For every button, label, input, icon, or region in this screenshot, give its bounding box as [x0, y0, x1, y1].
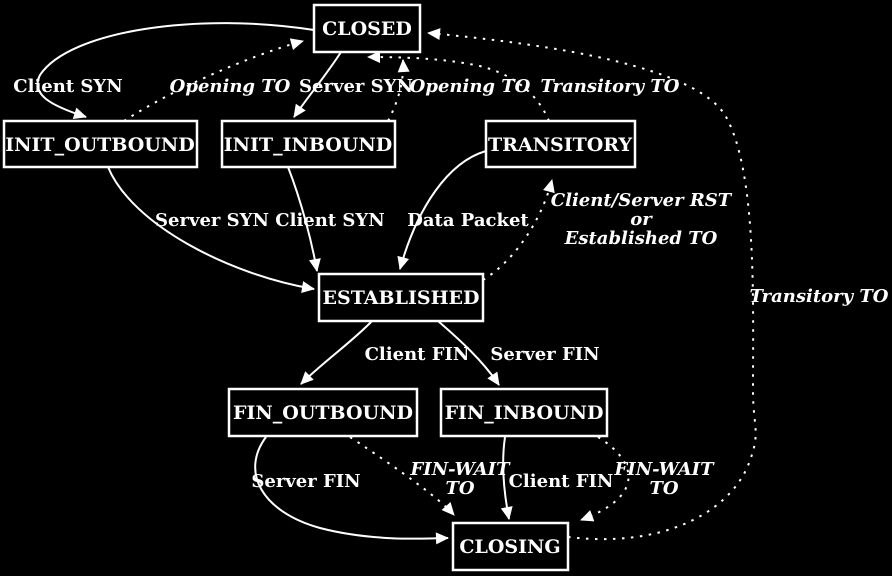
edge-label-rst-line3: Established TO: [564, 228, 718, 249]
edge-label-finwait2-line2: TO: [649, 478, 678, 499]
edge-label-finwait-to-inbound: FIN-WAIT TO: [614, 459, 716, 499]
state-fin-inbound-label: FIN_INBOUND: [445, 402, 604, 424]
edge-label-client-fin-close: Client FIN: [509, 471, 614, 492]
state-established: ESTABLISHED: [317, 272, 485, 323]
state-fin-outbound: FIN_OUTBOUND: [227, 387, 419, 438]
state-fin-inbound-box: [439, 387, 609, 438]
state-fin-outbound-label: FIN_OUTBOUND: [233, 402, 413, 424]
state-established-label: ESTABLISHED: [323, 287, 480, 309]
edge-label-client-syn-est: Client SYN: [275, 210, 384, 231]
edge-label-finwait1-line1: FIN-WAIT: [410, 459, 512, 480]
state-closed-label: CLOSED: [322, 18, 412, 40]
edge-label-opening-to-inbound: Opening TO: [410, 76, 531, 97]
state-established-box: [317, 272, 485, 323]
edge-label-rst-line1: Client/Server RST: [551, 190, 733, 211]
edge-label-data-packet: Data Packet: [407, 210, 529, 231]
state-closing-box: [451, 521, 570, 572]
state-fin-inbound: FIN_INBOUND: [439, 387, 609, 438]
edge-label-rst-or-established-to: Client/Server RST or Established TO: [551, 190, 733, 249]
edge-fin-inbound-to-closing: [500, 436, 513, 520]
state-transitory-box: [484, 119, 637, 169]
edge-label-opening-to-outbound: Opening TO: [170, 76, 291, 97]
edge-label-client-fin-est: Client FIN: [365, 344, 470, 365]
state-fin-outbound-box: [227, 387, 419, 438]
edge-label-transitory-to-top: Transitory TO: [541, 76, 680, 97]
edge-label-client-syn-open: Client SYN: [13, 76, 122, 97]
edge-transitory-to-established: [397, 150, 487, 270]
edge-label-finwait1-line2: TO: [445, 478, 474, 499]
state-init-outbound-label: INIT_OUTBOUND: [5, 134, 194, 156]
edge-closed-to-init-outbound: [36, 22, 315, 120]
state-closing-label: CLOSING: [459, 536, 560, 558]
state-transitory: TRANSITORY: [484, 119, 637, 169]
state-init-outbound-box: [2, 119, 199, 169]
state-init-inbound: INIT_INBOUND: [220, 119, 397, 169]
state-init-inbound-label: INIT_INBOUND: [224, 134, 392, 156]
state-transitory-label: TRANSITORY: [488, 134, 633, 156]
edge-fin-outbound-to-closing: [254, 436, 449, 545]
state-init-outbound: INIT_OUTBOUND: [2, 119, 199, 169]
state-init-inbound-box: [220, 119, 397, 169]
edge-label-server-syn-open: Server SYN: [299, 76, 413, 97]
edge-label-rst-line2: or: [630, 209, 653, 230]
edge-established-to-fin-inbound: [437, 320, 500, 386]
state-closed: CLOSED: [312, 3, 422, 54]
edge-init-inbound-to-established: [287, 166, 321, 272]
edge-label-finwait-to-outbound: FIN-WAIT TO: [410, 459, 512, 499]
edge-label-server-fin-close: Server FIN: [251, 471, 360, 492]
edge-label-server-syn-est: Server SYN: [155, 210, 269, 231]
edge-fin-outbound-to-closing-timeout: [349, 436, 455, 516]
edge-closed-to-init-inbound: [293, 51, 342, 118]
edge-label-server-fin-est: Server FIN: [490, 344, 599, 365]
edge-init-outbound-to-established: [107, 166, 315, 293]
edge-label-finwait2-line1: FIN-WAIT: [614, 459, 716, 480]
edge-transitory-to-closed: [367, 51, 550, 122]
edge-closing-to-closed: [427, 28, 757, 541]
edge-label-transitory-to-right: Transitory TO: [750, 286, 889, 307]
edge-established-to-transitory: [482, 179, 555, 281]
edge-established-to-fin-outbound: [300, 320, 373, 385]
state-closed-box: [312, 3, 422, 54]
state-closing: CLOSING: [451, 521, 570, 572]
